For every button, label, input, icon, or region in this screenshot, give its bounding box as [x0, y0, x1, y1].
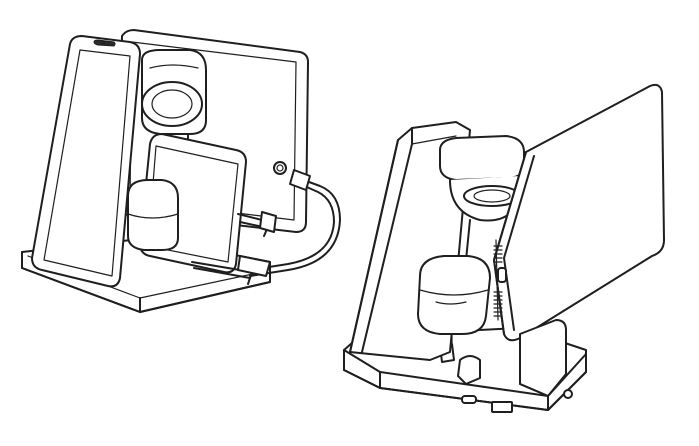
right-tablet [493, 83, 665, 342]
usb-a-port [491, 401, 513, 413]
left-earbuds-case [127, 179, 179, 251]
power-port [563, 389, 573, 399]
right-support-post [457, 319, 567, 411]
usb-c-port [461, 395, 477, 404]
right-earbuds-case [417, 255, 491, 335]
right-charging-stand [343, 83, 665, 413]
right-watch-charger [439, 135, 525, 281]
left-cables [191, 169, 341, 285]
left-charging-stand [21, 29, 341, 313]
tablet-speaker-grille [493, 245, 503, 317]
tablet-home-button [273, 161, 287, 175]
left-front-phone [31, 35, 141, 288]
